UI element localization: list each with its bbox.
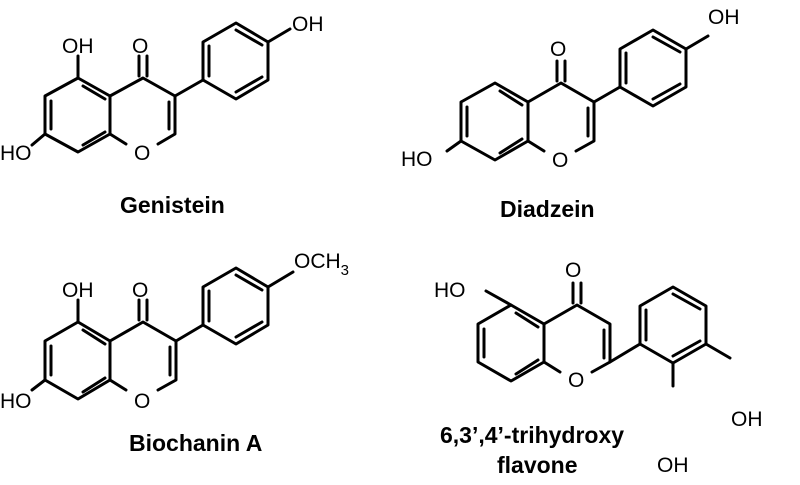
biochanin-a-name: Biochanin A	[129, 430, 262, 456]
biochanin-a-5-hydroxyl-label: OH	[62, 279, 94, 302]
diadzein-bonds	[445, 28, 710, 162]
diadzein-carbonyl-oxygen-label: O	[550, 38, 566, 61]
trihydroxyflavone-3prime-hydroxyl-label: OH	[657, 454, 689, 477]
genistein-5-hydroxyl-label: OH	[62, 35, 94, 58]
genistein-carbonyl-oxygen-label: O	[132, 35, 148, 58]
diadzein-4prime-hydroxyl-label: OH	[708, 6, 740, 29]
genistein-bonds	[30, 21, 292, 154]
biochanin-a-bonds	[30, 266, 295, 401]
biochanin-a-carbonyl-oxygen-label: O	[132, 279, 148, 302]
trihydroxyflavone-4prime-hydroxyl-label: OH	[731, 408, 763, 431]
diadzein-structure: O OH HO O Diadzein	[401, 6, 740, 222]
genistein-name: Genistein	[120, 192, 225, 218]
biochanin-a-methoxy-label: OCH3	[294, 250, 349, 279]
trihydroxyflavone-name-line2: flavone	[497, 452, 578, 478]
trihydroxyflavone-6-hydroxyl-label: HO	[434, 279, 466, 302]
genistein-ring-oxygen-label: O	[134, 142, 150, 165]
genistein-4prime-hydroxyl-label: OH	[292, 13, 324, 36]
trihydroxyflavone-structure: O HO O OH OH 6,3’,4’-trihydroxy flavone	[434, 259, 763, 478]
biochanin-a-structure: OH O OCH3 HO O Biochanin A	[0, 250, 349, 456]
trihydroxyflavone-bonds	[476, 281, 732, 388]
genistein-7-hydroxyl-label: HO	[0, 142, 32, 165]
genistein-structure: OH O OH HO O Genistein	[0, 13, 324, 218]
biochanin-a-7-hydroxyl-label: HO	[0, 390, 32, 413]
trihydroxyflavone-carbonyl-oxygen-label: O	[565, 259, 581, 282]
diadzein-7-hydroxyl-label: HO	[401, 148, 433, 171]
diadzein-name: Diadzein	[500, 196, 595, 222]
trihydroxyflavone-name-line1: 6,3’,4’-trihydroxy	[440, 422, 624, 448]
biochanin-a-ring-oxygen-label: O	[134, 390, 150, 413]
diadzein-ring-oxygen-label: O	[552, 149, 568, 172]
trihydroxyflavone-ring-oxygen-label: O	[568, 369, 584, 392]
